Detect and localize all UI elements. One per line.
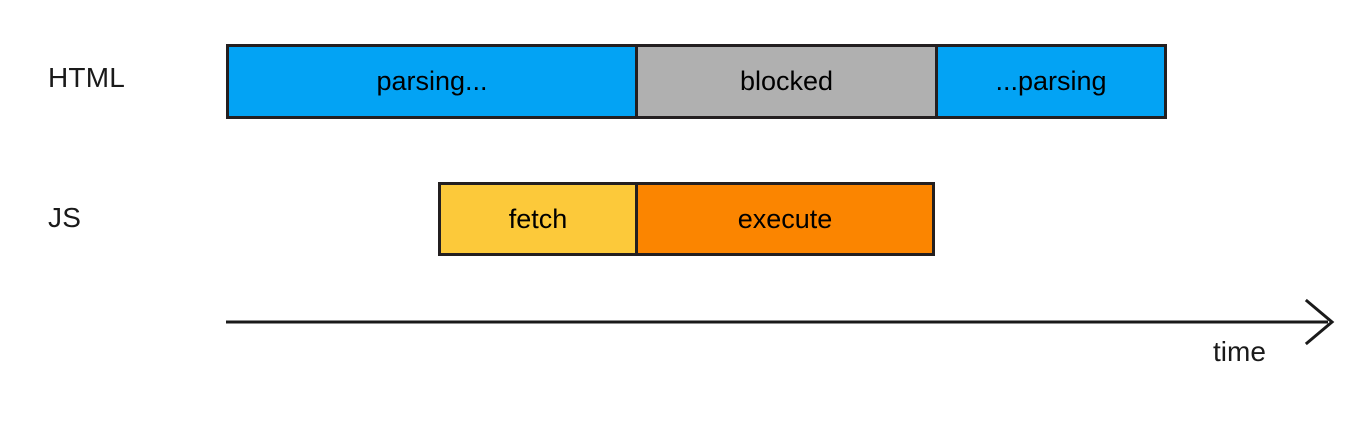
time-axis xyxy=(210,292,1350,354)
time-axis-arrow-icon xyxy=(226,298,1335,346)
timeline-track-html: parsing... blocked ...parsing xyxy=(226,44,1170,119)
row-label-html: HTML xyxy=(48,62,126,93)
time-axis-label: time xyxy=(1213,336,1266,367)
segment-html-blocked[interactable]: blocked xyxy=(635,44,938,119)
segment-html-parsing-end[interactable]: ...parsing xyxy=(935,44,1167,119)
timeline-track-js: fetch execute xyxy=(438,182,938,256)
segment-js-fetch[interactable]: fetch xyxy=(438,182,638,256)
segment-html-parsing-start[interactable]: parsing... xyxy=(226,44,638,119)
row-label-js: JS xyxy=(48,202,82,233)
segment-js-execute[interactable]: execute xyxy=(635,182,935,256)
